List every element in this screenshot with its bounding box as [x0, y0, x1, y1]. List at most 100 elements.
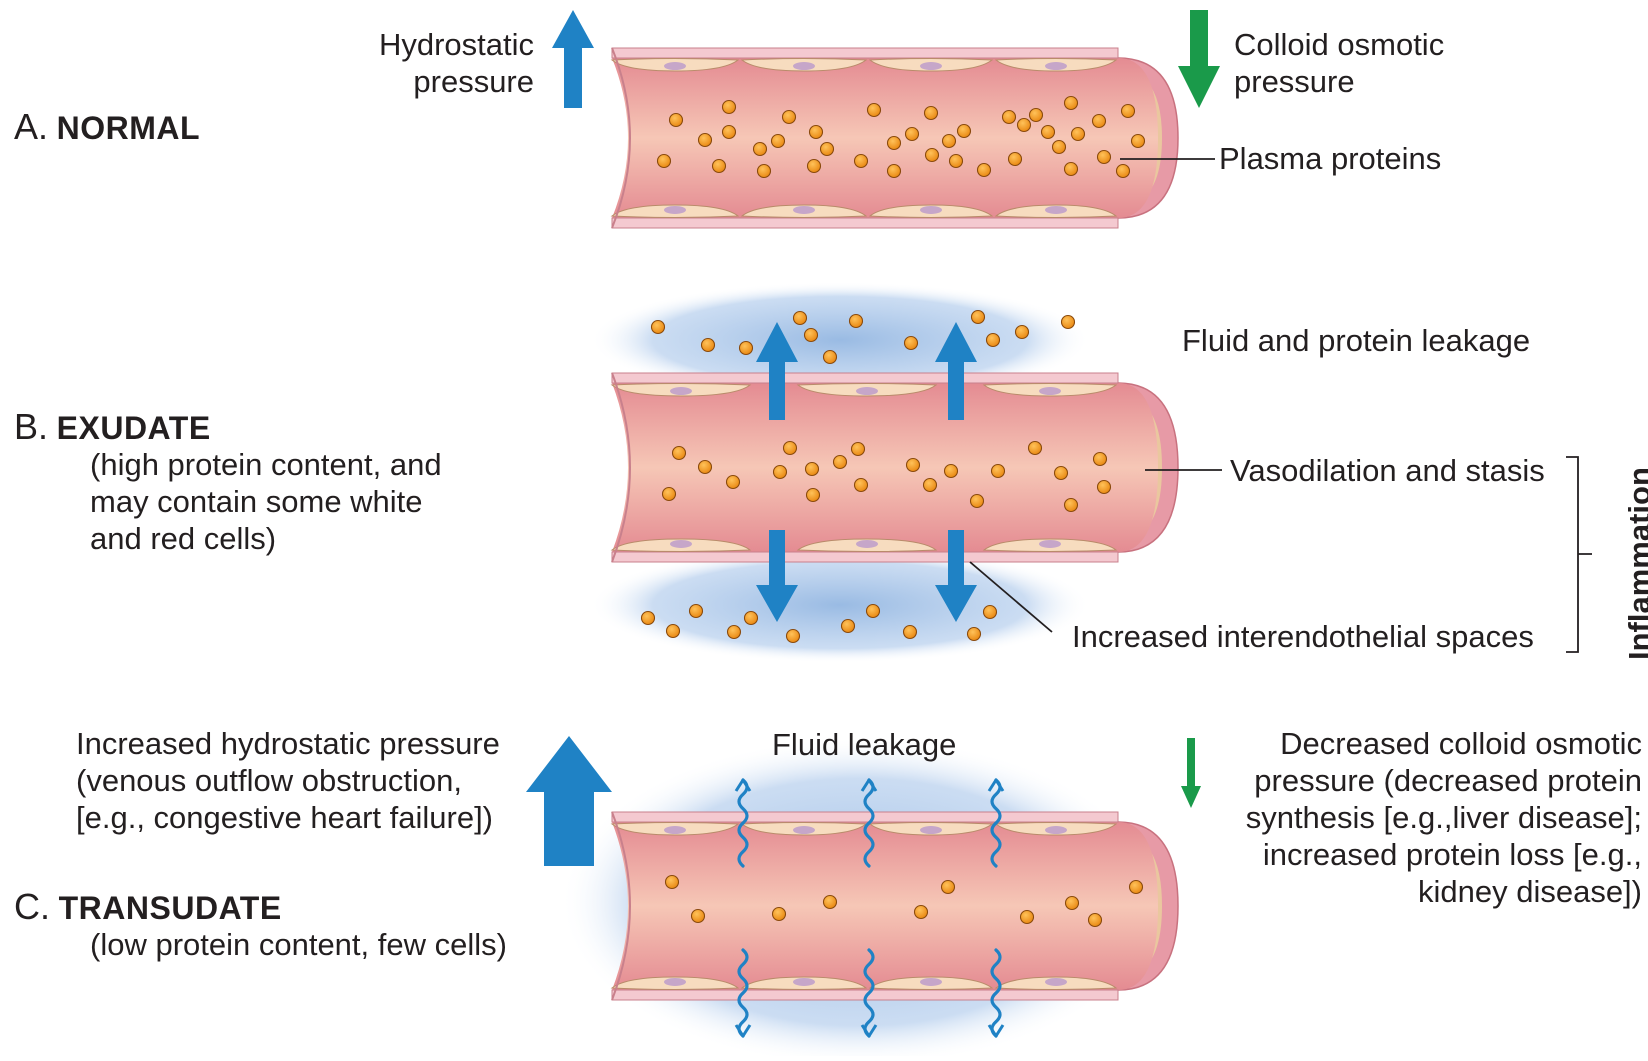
plasma-protein-dot — [652, 321, 665, 334]
plasma-protein-dot — [855, 479, 868, 492]
plasma-protein-dot — [1003, 111, 1016, 124]
plasma-protein-dot — [774, 466, 787, 479]
plasma-protein-dot — [808, 160, 821, 173]
plasma-protein-dot — [805, 329, 818, 342]
plasma-protein-dot — [728, 626, 741, 639]
plasma-protein-dot — [783, 111, 796, 124]
plasma-protein-dot — [1065, 163, 1078, 176]
plasma-protein-dot — [842, 620, 855, 633]
plasma-protein-dot — [642, 612, 655, 625]
plasma-protein-dot — [943, 135, 956, 148]
plasma-protein-dot — [1093, 115, 1106, 128]
plasma-protein-dot — [699, 461, 712, 474]
plasma-protein-dot — [1021, 911, 1034, 924]
plasma-protein-dot — [1029, 442, 1042, 455]
plasma-protein-dot — [713, 160, 726, 173]
plasma-protein-dot — [754, 143, 767, 156]
plasma-protein-dot — [824, 351, 837, 364]
plasma-protein-dot — [1122, 105, 1135, 118]
plasma-protein-dot — [868, 104, 881, 117]
panel-b-title: EXUDATE — [57, 410, 211, 446]
plasma-protein-dot — [667, 625, 680, 638]
plasma-protein-dot — [924, 479, 937, 492]
plasma-protein-dot — [692, 910, 705, 923]
decreased-colloid-label: Decreased colloid osmotic pressure (decr… — [1246, 725, 1642, 910]
plasma-protein-dot — [906, 128, 919, 141]
panel-a-letter: A. — [14, 106, 48, 147]
transudate-description: (low protein content, few cells) — [90, 926, 507, 963]
hydrostatic-pressure-label: Hydrostatic pressure — [379, 26, 534, 100]
plasma-protein-dot — [663, 488, 676, 501]
plasma-protein-dot — [1009, 153, 1022, 166]
panel-c-title: TRANSUDATE — [59, 890, 282, 926]
plasma-protein-dot — [1072, 128, 1085, 141]
plasma-protein-dot — [807, 489, 820, 502]
plasma-protein-dot — [690, 605, 703, 618]
plasma-protein-dot — [1062, 316, 1075, 329]
vasodilation-stasis-label: Vasodilation and stasis — [1230, 452, 1545, 489]
plasma-protein-dot — [670, 114, 683, 127]
exudate-description: (high protein content, and may contain s… — [90, 446, 442, 557]
plasma-protein-dot — [925, 107, 938, 120]
plasma-protein-dot — [658, 155, 671, 168]
plasma-protein-dot — [984, 606, 997, 619]
plasma-protein-dot — [867, 605, 880, 618]
colloid-osmotic-pressure-label: Colloid osmotic pressure — [1234, 26, 1444, 100]
plasma-protein-dot — [723, 126, 736, 139]
panel-c-heading: C. TRANSUDATE — [14, 888, 282, 927]
plasma-protein-dot — [740, 342, 753, 355]
inflammation-label: Inflammation — [1622, 467, 1648, 660]
hydrostatic-pressure-arrow — [552, 10, 594, 108]
plasma-protein-dot — [1094, 453, 1107, 466]
plasma-protein-dot — [1066, 897, 1079, 910]
plasma-protein-dot — [821, 143, 834, 156]
plasma-protein-dot — [1089, 914, 1102, 927]
plasma-protein-dot — [1053, 141, 1066, 154]
plasma-protein-dot — [1055, 467, 1068, 480]
plasma-protein-dot — [1018, 119, 1031, 132]
plasma-protein-dot — [758, 165, 771, 178]
plasma-protein-dot — [1042, 126, 1055, 139]
plasma-protein-dot — [806, 463, 819, 476]
plasma-protein-dot — [1065, 499, 1078, 512]
plasma-protein-dot — [745, 612, 758, 625]
fluid-protein-leakage-label: Fluid and protein leakage — [1182, 322, 1530, 359]
plasma-protein-dot — [926, 149, 939, 162]
panel-b-letter: B. — [14, 406, 48, 447]
plasma-protein-dot — [1098, 151, 1111, 164]
plasma-protein-dot — [992, 465, 1005, 478]
fluid-leakage-label: Fluid leakage — [772, 726, 956, 763]
plasma-protein-dot — [942, 881, 955, 894]
plasma-protein-dot — [1130, 881, 1143, 894]
plasma-protein-dot — [904, 626, 917, 639]
plasma-protein-dot — [1098, 481, 1111, 494]
vessel-transudate — [612, 812, 1178, 1000]
plasma-protein-dot — [1132, 135, 1145, 148]
panel-b-heading: B. EXUDATE — [14, 408, 211, 447]
plasma-protein-dot — [772, 135, 785, 148]
plasma-protein-dot — [1065, 97, 1078, 110]
plasma-protein-dot — [727, 476, 740, 489]
plasma-protein-dot — [1016, 326, 1029, 339]
plasma-protein-dot — [905, 337, 918, 350]
decreased-colloid-arrow — [1181, 738, 1201, 808]
plasma-protein-dot — [972, 311, 985, 324]
plasma-protein-dot — [958, 125, 971, 138]
plasma-protein-dot — [834, 456, 847, 469]
plasma-protein-dot — [666, 876, 679, 889]
plasma-protein-dot — [950, 155, 963, 168]
plasma-protein-dot — [723, 101, 736, 114]
plasma-proteins-label: Plasma proteins — [1219, 140, 1441, 177]
plasma-protein-dot — [915, 906, 928, 919]
plasma-protein-dot — [852, 443, 865, 456]
plasma-protein-dot — [810, 126, 823, 139]
plasma-protein-dot — [968, 628, 981, 641]
plasma-protein-dot — [888, 165, 901, 178]
interendothelial-spaces-label: Increased interendothelial spaces — [1072, 618, 1534, 655]
plasma-protein-dot — [787, 630, 800, 643]
vessel-exudate — [612, 373, 1178, 562]
inflammation-bracket — [1566, 457, 1592, 652]
plasma-protein-dot — [784, 442, 797, 455]
panel-a-title: NORMAL — [57, 110, 200, 146]
plasma-protein-dot — [794, 312, 807, 325]
